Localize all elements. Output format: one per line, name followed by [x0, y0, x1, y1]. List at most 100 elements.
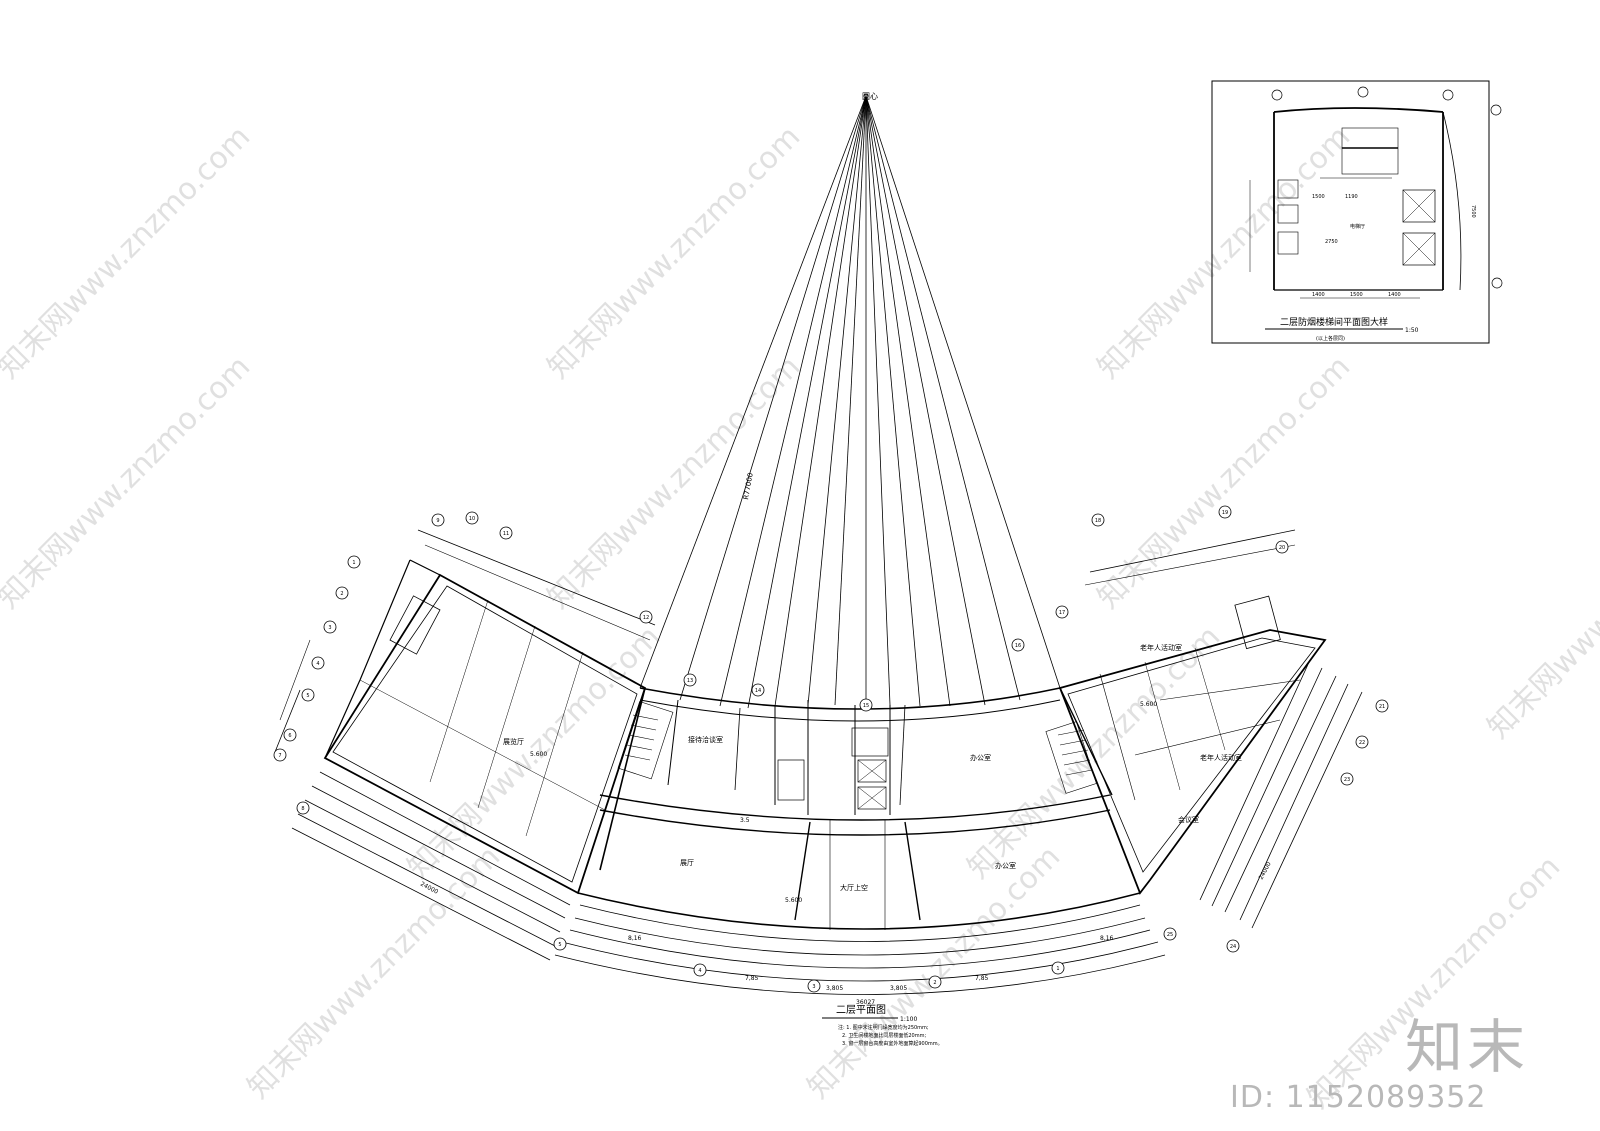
grid-axis-label: 10	[469, 516, 475, 522]
grid-axis-label: 13	[687, 678, 693, 684]
detail-dim-7: 7500	[1470, 205, 1476, 218]
brand-logo: 知末	[1405, 1013, 1530, 1081]
detail-subnote: (以上各层同)	[1316, 335, 1345, 342]
dim-sub-4: 7,85	[975, 975, 989, 982]
room-center-left: 展厅	[680, 859, 694, 867]
grid-axis-label: 19	[1222, 510, 1228, 516]
grid-axis-bubble	[928, 975, 942, 989]
right-stair	[1045, 721, 1097, 794]
detail-dim-2: 1500	[1350, 292, 1363, 298]
detail-frame	[1211, 80, 1490, 344]
grid-axis-bubble	[499, 526, 513, 540]
grid-axis-bubble	[347, 555, 361, 569]
grid-axis-label: 22	[1359, 740, 1365, 746]
grid-axis-bubble	[311, 656, 325, 670]
grid-axis-bubble	[465, 511, 479, 525]
grid-axis-label: 25	[1167, 932, 1173, 938]
grid-axis-label: 1	[1056, 966, 1059, 972]
detail-dim-6: 1190	[1345, 194, 1358, 200]
grid-axis-label: 6	[288, 733, 291, 739]
detail-title: 二层防烟楼梯间平面图大样	[1280, 316, 1388, 328]
grid-axis-bubble	[296, 801, 310, 815]
radius-label: R77000	[742, 472, 755, 500]
dim-sub-3: 7,85	[745, 975, 759, 982]
radial-guide-line	[834, 95, 867, 706]
grid-axis-bubble	[1218, 505, 1232, 519]
grid-axis-bubble	[807, 979, 821, 993]
radial-guide-line	[747, 95, 867, 709]
grid-axis-bubble	[751, 683, 765, 697]
grid-axis-label: 9	[436, 518, 439, 524]
radial-guide-line	[679, 95, 867, 701]
room-right-wing-2: 老年人活动室	[1200, 753, 1242, 762]
grid-axis-bubble	[301, 688, 315, 702]
grid-axis-bubble	[859, 698, 873, 712]
grid-axis-label: 3	[328, 625, 331, 631]
dim-corridor-w: 3.5	[740, 817, 750, 824]
grid-axis-bubble	[639, 610, 653, 624]
dim-sub-5: 8,16	[628, 935, 642, 942]
room-center-right: 办公室	[995, 861, 1016, 870]
grid-axis-bubble	[1375, 699, 1389, 713]
note-line-2: 2. 卫生间楼地面比同层楼面低20mm;	[842, 1032, 926, 1039]
detail-dim-3: 1400	[1388, 292, 1401, 298]
watermark-text: 知末网www.znzmo.com	[1091, 349, 1357, 615]
grid-axis-label: 7	[278, 753, 281, 759]
grid-axis-bubble	[1340, 772, 1354, 786]
grid-axis-label: 15	[863, 703, 869, 709]
grid-axis-label: 18	[1095, 518, 1101, 524]
grid-axis-label: 12	[643, 615, 649, 621]
dim-right-total: 24000	[1258, 861, 1273, 881]
grid-axis-label: 11	[503, 531, 509, 537]
center-block	[599, 687, 921, 930]
radial-guide-line	[774, 95, 867, 707]
left-wing-walls	[274, 529, 656, 961]
grid-axis-label: 23	[1344, 777, 1350, 783]
radial-guide-line	[865, 95, 951, 707]
grid-axis-bubble	[1355, 735, 1369, 749]
grid-axis-label: 1	[352, 560, 355, 566]
grid-axis-label: 8	[301, 806, 304, 812]
dim-total-arc: 36027	[856, 999, 875, 1006]
origin-point	[863, 93, 869, 99]
grid-axis-bubble	[693, 963, 707, 977]
dim-sub-6: 8,16	[1100, 935, 1114, 942]
watermark-text: 知末网www.znzmo.com	[0, 119, 257, 385]
radial-guide-line	[865, 95, 891, 706]
main-plan-scale: 1:100	[900, 1016, 917, 1023]
main-plan-title: 二层平面图	[836, 1004, 886, 1016]
detail-dim-4: 2750	[1325, 239, 1338, 245]
detail-dim-1: 1400	[1312, 292, 1325, 298]
room-office-upper: 办公室	[970, 753, 991, 762]
room-right-wing-3: 会议室	[1178, 815, 1199, 824]
grid-axis-label: 2	[933, 980, 936, 986]
watermark-text: 知末网www.znzmo.com	[541, 349, 807, 615]
grid-axis-bubble	[1275, 540, 1289, 554]
radial-guide-line	[865, 95, 1061, 689]
radial-guide-line	[639, 95, 867, 689]
dim-level-3: 5.600	[1140, 701, 1157, 708]
grid-axis-label: 4	[698, 968, 701, 974]
room-left-office: 接待洽谈室	[688, 735, 723, 744]
grid-axis-label: 14	[755, 688, 761, 694]
grid-axis-label: 24	[1230, 944, 1236, 950]
radial-guide-line	[719, 95, 867, 707]
grid-axis-bubble	[683, 673, 697, 687]
grid-axis-bubble	[1011, 638, 1025, 652]
grid-axis-label: 17	[1059, 610, 1065, 616]
detail-scale: 1:50	[1405, 327, 1419, 334]
grid-axis-bubble	[1163, 927, 1177, 941]
detail-room-label: 电梯厅	[1350, 223, 1365, 230]
grid-axis-bubble	[335, 586, 349, 600]
note-line-3: 3. 窗一层窗台高度由室外地面算起900mm。	[842, 1040, 943, 1047]
grid-axis-bubble	[323, 620, 337, 634]
room-left-wing: 展览厅	[503, 737, 524, 746]
radial-guide-lines	[639, 93, 1061, 709]
detail-axis-bubbles	[1271, 86, 1503, 289]
dimension-labels: 36027 3,805 3,805 7,85 7,85 8,16 8,16 24…	[419, 701, 1273, 1006]
stair-detail-inset: 电梯厅 1400 1500 1400 2750 1500 1190 7500 二…	[1211, 80, 1503, 344]
room-right-wing-1: 老年人活动室	[1140, 643, 1182, 652]
dim-sub-2: 3,805	[890, 985, 907, 992]
radial-guide-line	[865, 95, 921, 707]
